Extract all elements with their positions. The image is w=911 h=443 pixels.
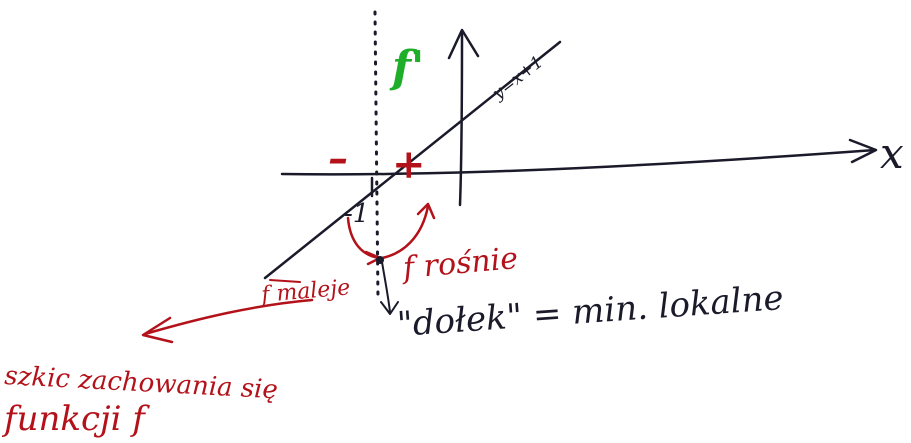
line-equation-label: y=x+1 [488,52,547,104]
decreasing-underline [269,279,301,283]
dip-pointer-line [381,261,391,313]
sketch-pointer-arrowhead [141,316,174,344]
sketch-pointer-line [143,298,314,336]
sketch-caption-line2: funkcji f [1,399,150,439]
derivative-line [263,40,562,280]
dip-label: "dołek" = min. lokalne [396,278,785,345]
minus-sign: – [328,135,348,182]
root-label: -1 [344,199,369,229]
derivative-label: f' [389,42,424,93]
y-axis-arrowhead [447,28,480,60]
increasing-arrowhead [416,202,436,220]
increasing-label: f rośnie [400,241,520,286]
y-axis-line [458,30,464,207]
x-axis-line [280,148,877,176]
dip-pointer-arrowhead [380,301,399,315]
x-axis-arrowhead [848,138,878,164]
increasing-curve [380,204,430,260]
x-axis-label: x [880,129,904,178]
plus-sign: + [392,141,426,188]
dotted-vertical-line [373,10,380,302]
